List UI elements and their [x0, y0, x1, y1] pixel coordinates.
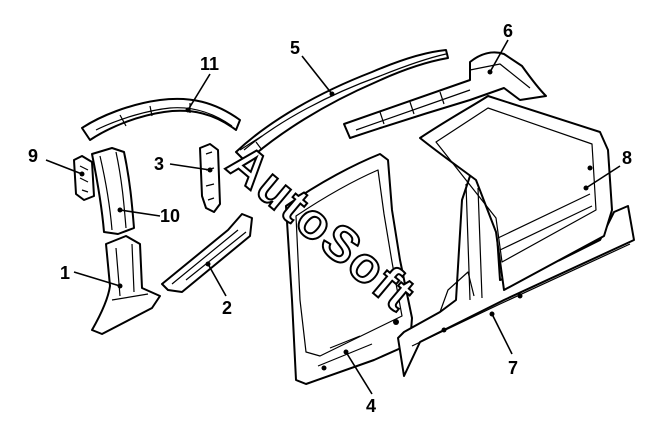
callout-1: 1	[60, 263, 123, 289]
part-11-front-roof-rail	[81, 97, 241, 141]
callout-1-label: 1	[60, 263, 70, 283]
callout-7: 7	[489, 311, 518, 378]
part-3-center-pillar-bracket	[199, 143, 221, 213]
part-5-roof-side-rail	[235, 49, 449, 163]
callout-9-label: 9	[28, 146, 38, 166]
callout-3-label: 3	[154, 154, 164, 174]
callout-11-label: 11	[200, 54, 219, 74]
callout-6-label: 6	[503, 21, 513, 41]
callout-11: 11	[185, 54, 219, 113]
callout-3: 3	[154, 154, 213, 174]
callout-10: 10	[117, 206, 180, 226]
callout-10-label: 10	[160, 206, 180, 226]
callout-7-label: 7	[508, 358, 518, 378]
callout-4: 4	[343, 349, 376, 416]
callout-8-label: 8	[622, 148, 632, 168]
part-4-front-door-frame-panel	[285, 153, 413, 385]
callout-5-label: 5	[290, 38, 300, 58]
callout-6: 6	[487, 21, 513, 75]
callout-9: 9	[28, 146, 85, 177]
callout-8: 8	[583, 148, 632, 191]
callout-2: 2	[205, 261, 232, 318]
part-1-front-pillar-lower	[91, 235, 161, 335]
part-10-pillar-reinforcement	[91, 147, 135, 235]
part-9-pillar-bracket-small	[73, 155, 95, 201]
part-2-sill-reinforcement	[161, 213, 253, 293]
part-6-roof-rail-rear	[343, 51, 547, 139]
part-8-rear-quarter-panel	[419, 95, 613, 291]
callout-5: 5	[290, 38, 335, 97]
callout-4-label: 4	[366, 396, 376, 416]
callout-2-label: 2	[222, 298, 232, 318]
